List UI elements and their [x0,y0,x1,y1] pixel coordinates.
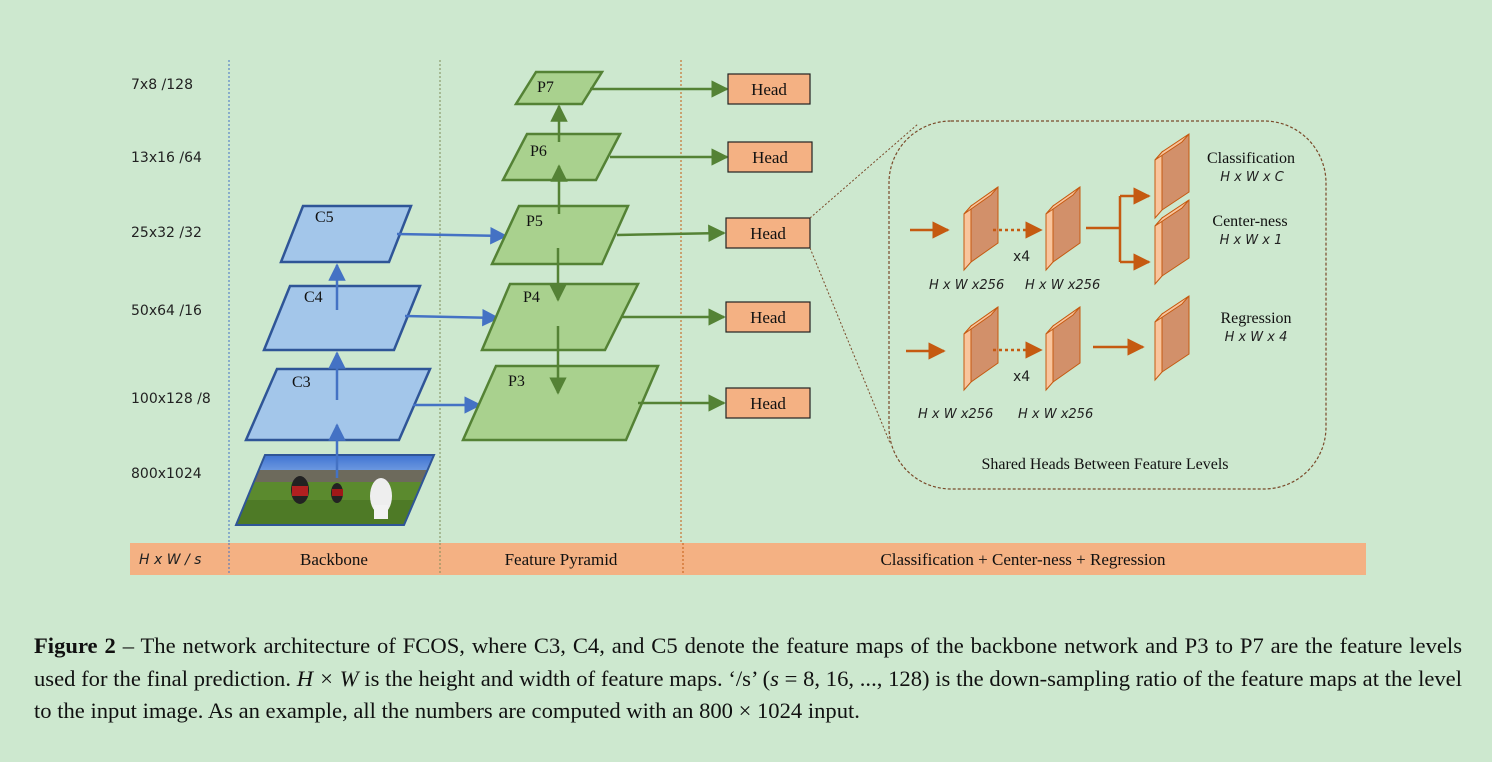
regression-label: Regression [1220,310,1291,327]
centerness-label: Center-ness [1212,213,1287,230]
head-box [727,141,813,173]
pyramid-label: P7 [537,79,554,96]
backbone-c4 [262,284,422,352]
input-image [234,454,436,526]
dims-label: H x W x256 [1018,407,1093,422]
head-box [727,73,811,105]
head-label: Head [750,224,786,243]
scale-label: 13x16 /64 [131,150,202,166]
head-box [725,387,811,419]
figure-caption: Figure 2 – The network architecture of F… [34,630,1462,728]
caption-text: = 8, 16, ..., 128) is the down-sampling … [34,665,1462,724]
conv-block [963,306,999,392]
pyramid-p5 [490,204,630,266]
bar-label-heads: Classification + Center-ness + Regressio… [880,550,1166,569]
conv-block [1045,186,1081,272]
head-label: Head [750,308,786,327]
dims-label: H x W x256 [918,407,993,422]
pyramid-p7 [513,70,605,106]
classification-dims: H x W x C [1220,170,1285,185]
regression-dims: H x W x 4 [1225,330,1288,345]
feature-pyramid: P7 P6 P5 P4 P3 [461,70,729,442]
pyramid-p4 [480,282,641,352]
backbone-c5 [279,204,413,264]
pyramid-label: P3 [508,373,525,390]
caption-math: H × W [296,665,359,691]
dims-label: H x W x256 [929,278,1004,293]
caption-text: is the height and width of feature maps.… [358,665,771,691]
scale-label: 25x32 /32 [131,225,202,241]
pyramid-label: P6 [530,143,547,160]
caption-label: Figure 2 [34,633,116,658]
head-box [725,217,811,249]
bottom-bar: H x W / s Backbone Feature Pyramid Class… [130,543,1366,575]
conv-block [963,186,999,272]
backbone-label: C4 [304,289,323,306]
repeat-label: x4 [1013,369,1030,385]
pyramid-p6 [500,132,623,182]
scale-label: 100x128 /8 [131,391,211,407]
head-box [725,301,811,333]
heads: Head Head Head Head Head [725,73,813,419]
centerness-block [1154,199,1190,286]
classification-label: Classification [1207,150,1295,167]
scale-label: 50x64 /16 [131,303,202,319]
pyramid-p3 [461,364,660,442]
head-label: Head [751,80,787,99]
backbone-label: C3 [292,374,311,391]
pyramid-label: P5 [526,213,543,230]
backbone-c3 [244,367,432,442]
bar-label-pyramid: Feature Pyramid [505,550,618,569]
centerness-dims: H x W x 1 [1220,233,1283,248]
shared-heads-panel: x4 Classification H x W x C Center-ness … [888,120,1327,490]
caption-math: s [770,665,779,691]
backbone-label: C5 [315,209,334,226]
shared-heads-title: Shared Heads Between Feature Levels [981,456,1228,473]
regression-block [1154,295,1190,382]
dims-label: H x W x256 [1025,278,1100,293]
pyramid-label: P4 [523,289,540,306]
scale-label: 800x1024 [131,466,202,482]
conv-block [1045,306,1081,392]
backbone: C5 C4 C3 [244,204,508,478]
scale-label: 7x8 /128 [131,77,193,93]
bar-label-backbone: Backbone [300,550,368,569]
bar-label-scale: H x W / s [139,552,201,568]
classification-block [1154,133,1190,220]
head-label: Head [750,394,786,413]
repeat-label: x4 [1013,249,1030,265]
head-label: Head [752,148,788,167]
caption-text: – The network architecture of FCOS, wher… [34,633,1462,691]
scale-labels: 7x8 /128 13x16 /64 25x32 /32 50x64 /16 1… [131,77,211,482]
